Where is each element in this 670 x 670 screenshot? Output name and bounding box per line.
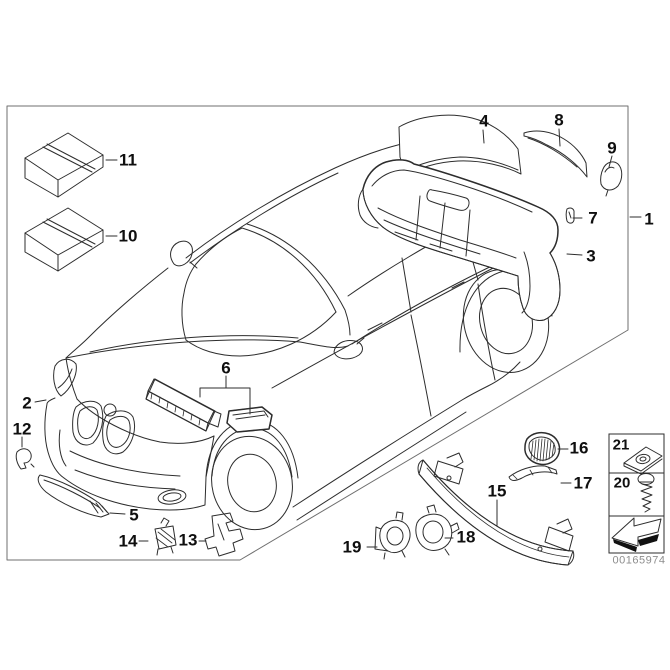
callout-11[interactable]: 11 — [119, 150, 137, 170]
trim-strip-part — [508, 465, 558, 481]
mounting-bracket-part — [204, 512, 244, 557]
speed-nut-icon — [623, 446, 663, 475]
callout-12[interactable]: 12 — [12, 419, 32, 439]
callout-leader-lines — [21, 128, 642, 548]
callout-16[interactable]: 16 — [569, 438, 589, 458]
callout-15[interactable]: 15 — [487, 481, 507, 501]
tow-hook-cover-part — [15, 448, 35, 470]
kidney-grille-part — [524, 431, 561, 466]
callout-4[interactable]: 4 — [479, 111, 489, 131]
pdc-sensor-part — [154, 517, 177, 556]
legend-box — [608, 433, 665, 554]
callout-3[interactable]: 3 — [586, 246, 596, 266]
front-spoiler-strip-part — [37, 474, 110, 518]
callout-9[interactable]: 9 — [607, 138, 617, 158]
clip-part — [565, 207, 575, 224]
callout-10[interactable]: 10 — [118, 226, 138, 246]
fog-lamp-part — [415, 504, 460, 556]
callout-8[interactable]: 8 — [554, 110, 564, 130]
diagram-frame — [6, 105, 629, 561]
legend-callout-20[interactable]: 20 — [613, 474, 631, 492]
callout-19[interactable]: 19 — [342, 537, 362, 557]
document-number: 00165974 — [612, 554, 666, 567]
callout-13[interactable]: 13 — [178, 530, 198, 550]
cover-cap-part — [600, 161, 623, 197]
grille-trim-parts — [145, 378, 273, 433]
rear-bumper-part — [357, 159, 561, 321]
accessory-kit-box-11 — [24, 132, 104, 198]
callout-18[interactable]: 18 — [456, 527, 476, 547]
callout-1[interactable]: 1 — [644, 209, 654, 229]
rear-spoiler-strip-part — [523, 130, 588, 178]
callout-6[interactable]: 6 — [221, 358, 231, 378]
callout-5[interactable]: 5 — [129, 505, 139, 525]
callout-14[interactable]: 14 — [118, 531, 138, 551]
installation-direction-arrow-icon — [611, 517, 662, 552]
callout-17[interactable]: 17 — [573, 473, 593, 493]
fog-lamp-housing-part — [374, 511, 411, 560]
legend-callout-21[interactable]: 21 — [612, 436, 630, 454]
bumper-carrier-part — [417, 452, 575, 566]
accessory-kit-box-10 — [24, 207, 104, 272]
callout-7[interactable]: 7 — [588, 208, 598, 228]
self-tapping-screw-icon — [637, 473, 655, 513]
callout-2[interactable]: 2 — [22, 393, 32, 413]
